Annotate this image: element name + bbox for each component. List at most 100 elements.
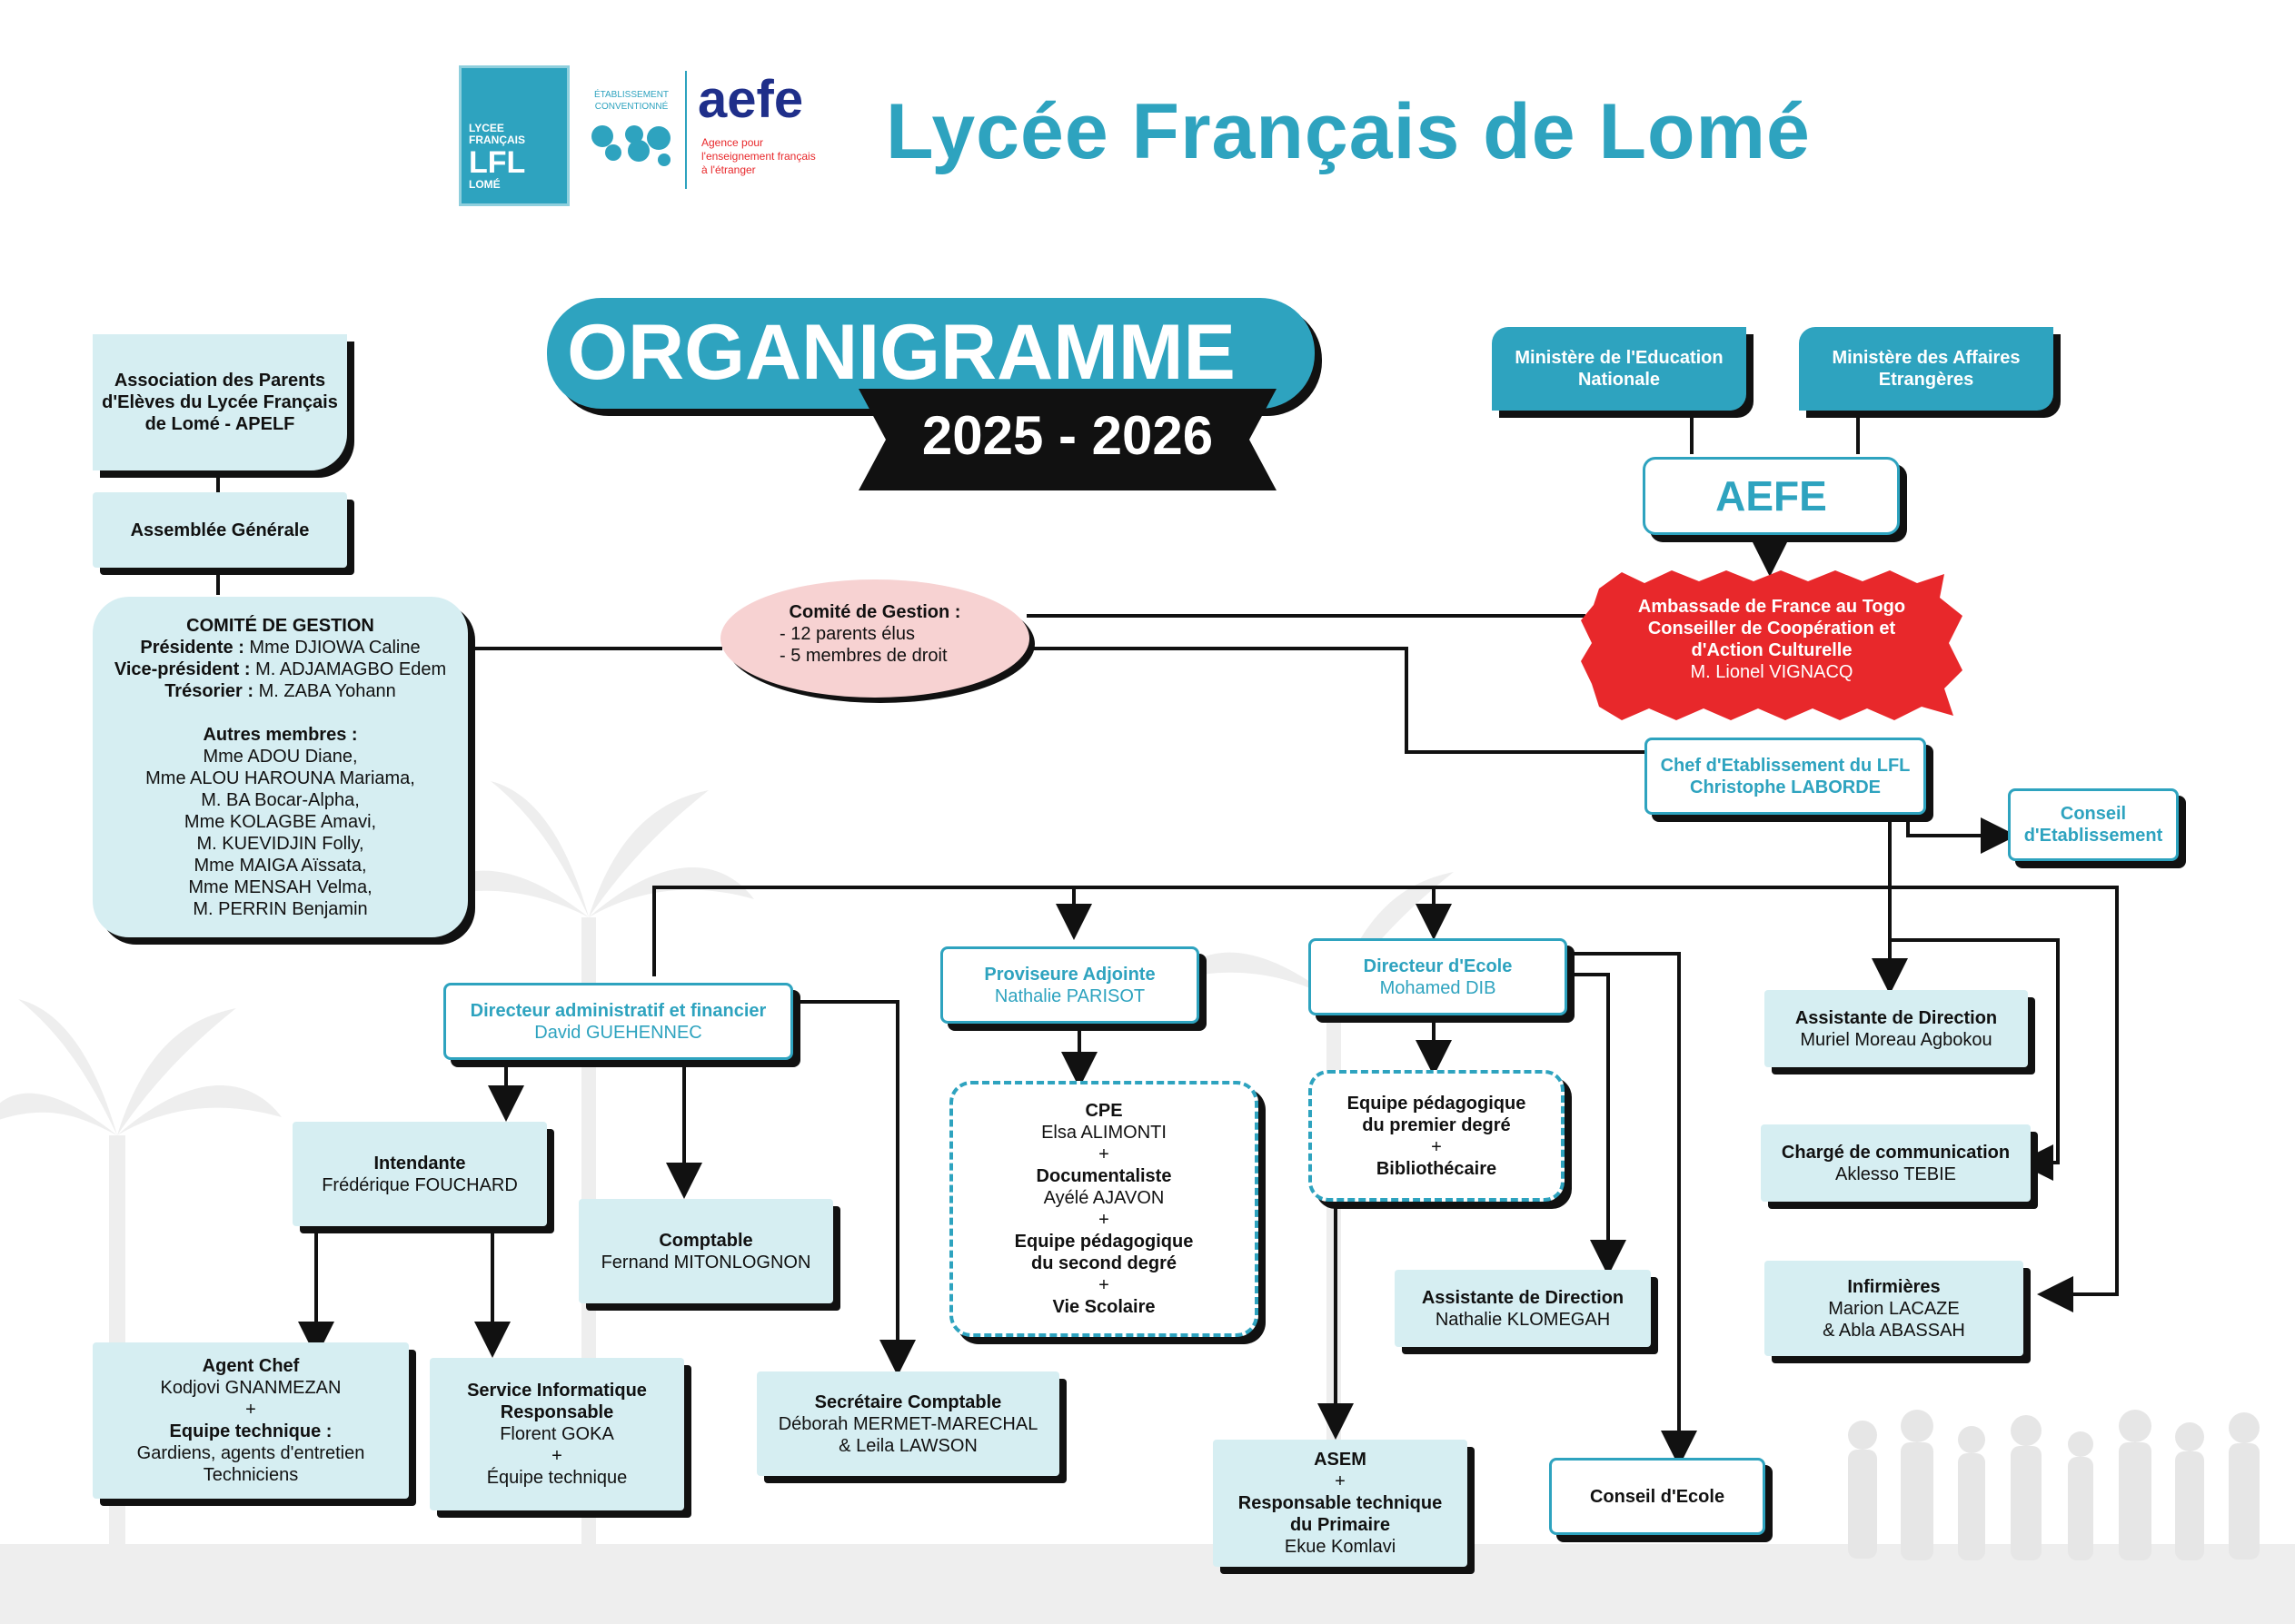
ministere-education-label: Ministère de l'Education Nationale (1515, 348, 1724, 390)
ministere-education-box: Ministère de l'Education Nationale (1492, 327, 1746, 411)
member-line: Mme ALOU HAROUNA Mariama, (145, 767, 415, 788)
plus-sign: + (1431, 1136, 1442, 1157)
agent-chef-team: Gardiens, agents d'entretien (136, 1443, 365, 1463)
secretaire-name: & Leila LAWSON (839, 1435, 978, 1456)
aefe-subtitle-line: à l'étranger (701, 163, 756, 176)
infirmieres-box: Infirmières Marion LACAZE & Abla ABASSAH (1764, 1261, 2023, 1356)
secretaire-name: Déborah MERMET-MARECHAL (778, 1413, 1038, 1434)
chef-title: Chef d'Etablissement du LFL (1660, 755, 1911, 776)
equipe-second-title: du second degré (1030, 1253, 1177, 1273)
lfl-logo-line: FRANÇAIS (469, 134, 525, 146)
service-info-title: Responsable (500, 1402, 614, 1422)
world-map-icon (591, 125, 671, 166)
intendante-box: Intendante Frédérique FOUCHARD (293, 1122, 547, 1226)
member-line: M. PERRIN Benjamin (193, 898, 368, 919)
secretaire-title: Secrétaire Comptable (814, 1391, 1002, 1412)
member-line: Mme KOLAGBE Amavi, (184, 811, 377, 832)
bibliothecaire-title: Bibliothécaire (1376, 1158, 1497, 1179)
cpe-title: CPE (1085, 1101, 1123, 1121)
member-line: M. KUEVIDJIN Folly, (196, 833, 364, 854)
aefe-subtitle-line: l'enseignement français (701, 150, 816, 163)
service-info-name: Florent GOKA (500, 1424, 614, 1444)
chef-etablissement-box: Chef d'Etablissement du LFL Christophe L… (1644, 738, 1926, 815)
embassy-starburst (1581, 570, 1962, 720)
etab-label-line: CONVENTIONNÉ (594, 102, 669, 112)
ministere-affaires-box: Ministère des Affaires Etrangères (1799, 327, 2053, 411)
member-line: Mme ADOU Diane, (203, 746, 358, 767)
directeur-ecole-name: Mohamed DIB (1379, 977, 1496, 998)
comptable-title: Comptable (659, 1230, 753, 1251)
equipe-second-title: Equipe pédagogique (1014, 1232, 1194, 1252)
officer-line: Présidente : Mme DJIOWA Caline (140, 637, 420, 659)
infirmieres-name: & Abla ABASSAH (1823, 1320, 1965, 1341)
asem-title: ASEM (1314, 1450, 1366, 1470)
assistante2-name: Nathalie KLOMEGAH (1435, 1309, 1611, 1330)
apelf-line: d'Elèves du Lycée Français (102, 392, 338, 412)
plus-sign: + (1098, 1275, 1109, 1295)
documentaliste-name: Ayélé AJAVON (1043, 1188, 1165, 1208)
proviseure-title: Proviseure Adjointe (984, 964, 1156, 985)
conseil-ecole-label: Conseil d'Ecole (1589, 1486, 1725, 1507)
embassy-person: M. Lionel VIGNACQ (1690, 662, 1853, 682)
proviseure-box: Proviseure Adjointe Nathalie PARISOT (940, 946, 1199, 1024)
embassy-line: Ambassade de France au Togo (1637, 597, 1906, 617)
agent-chef-team-title: Equipe technique : (169, 1421, 333, 1441)
aefe-box: AEFE (1643, 457, 1900, 535)
intendante-name: Frédérique FOUCHARD (322, 1174, 518, 1195)
others-title: Autres membres : (203, 724, 358, 745)
agent-chef-box: Agent Chef Kodjovi GNANMEZAN + Equipe te… (93, 1342, 409, 1499)
assistante-direction-box: Assistante de Direction Muriel Moreau Ag… (1764, 990, 2028, 1067)
daf-box: Directeur administratif et financier Dav… (443, 983, 793, 1060)
school-title: Lycée Français de Lomé (886, 88, 1811, 175)
plus-sign: + (551, 1446, 562, 1466)
embassy-line: Conseiller de Coopération et (1647, 619, 1896, 639)
service-informatique-box: Service Informatique Responsable Florent… (430, 1358, 684, 1510)
years-label: 2025 - 2026 (921, 405, 1214, 466)
infirmieres-name: Marion LACAZE (1828, 1298, 1960, 1319)
intendante-title: Intendante (373, 1153, 466, 1173)
organigramme-title: ORGANIGRAMME (567, 309, 1236, 396)
responsable-technique-title: Responsable technique (1237, 1493, 1443, 1513)
assemblee-generale-label: Assemblée Générale (130, 520, 310, 540)
equipe-premier-degre-box: Equipe pédagogique du premier degré + Bi… (1308, 1070, 1565, 1202)
documentaliste-title: Documentaliste (1036, 1166, 1172, 1186)
daf-title: Directeur administratif et financier (470, 1000, 767, 1021)
comite-ellipse-line: - 5 membres de droit (780, 646, 948, 666)
asem-name: Ekue Komlavi (1284, 1537, 1396, 1557)
plus-sign: + (1098, 1144, 1109, 1164)
aefe-label: AEFE (1715, 472, 1827, 520)
lfl-logo: LYCEE FRANÇAIS LFL LOMÉ (459, 65, 570, 206)
secretaire-comptable-box: Secrétaire Comptable Déborah MERMET-MARE… (757, 1371, 1059, 1476)
responsable-technique-title: du Primaire (1289, 1515, 1391, 1535)
comite-title: COMITÉ DE GESTION (186, 615, 374, 636)
conseil-etab-line: d'Etablissement (2023, 826, 2163, 846)
assistante-name: Muriel Moreau Agbokou (1800, 1029, 1992, 1050)
logo-divider (685, 71, 687, 189)
aefe-logo: aefe (698, 70, 804, 129)
comptable-name: Fernand MITONLOGNON (601, 1252, 811, 1272)
equipe-premier-title: Equipe pédagogique (1346, 1093, 1526, 1114)
service-info-team: Équipe technique (486, 1468, 628, 1488)
agent-chef-team: Techniciens (203, 1465, 299, 1485)
service-info-title: Service Informatique (467, 1381, 647, 1401)
member-line: Mme MAIGA Aïssata, (194, 855, 367, 876)
infirmieres-title: Infirmières (1847, 1276, 1941, 1297)
officer-role: Présidente : (140, 637, 244, 658)
lfl-logo-line: LFL (469, 145, 526, 180)
assistante2-title: Assistante de Direction (1421, 1287, 1624, 1308)
aefe-subtitle-line: Agence pour (701, 136, 764, 149)
comptable-box: Comptable Fernand MITONLOGNON (579, 1199, 833, 1303)
officer-name: Mme DJIOWA Caline (243, 637, 421, 658)
conseil-etablissement-box: Conseil d'Etablissement (2008, 788, 2179, 861)
embassy-line: d'Action Culturelle (1691, 640, 1853, 660)
agent-chef-title: Agent Chef (202, 1356, 300, 1376)
proviseure-name: Nathalie PARISOT (994, 985, 1146, 1006)
communication-box: Chargé de communication Aklesso TEBIE (1761, 1124, 2031, 1202)
communication-name: Aklesso TEBIE (1834, 1164, 1957, 1184)
agent-chef-name: Kodjovi GNANMEZAN (160, 1378, 342, 1398)
officer-line: Trésorier : M. ZABA Yohann (164, 680, 396, 702)
conseil-ecole-box: Conseil d'Ecole (1549, 1458, 1765, 1535)
vie-scolaire-title: Vie Scolaire (1052, 1297, 1156, 1317)
apelf-line: de Lomé - APELF (144, 414, 295, 434)
